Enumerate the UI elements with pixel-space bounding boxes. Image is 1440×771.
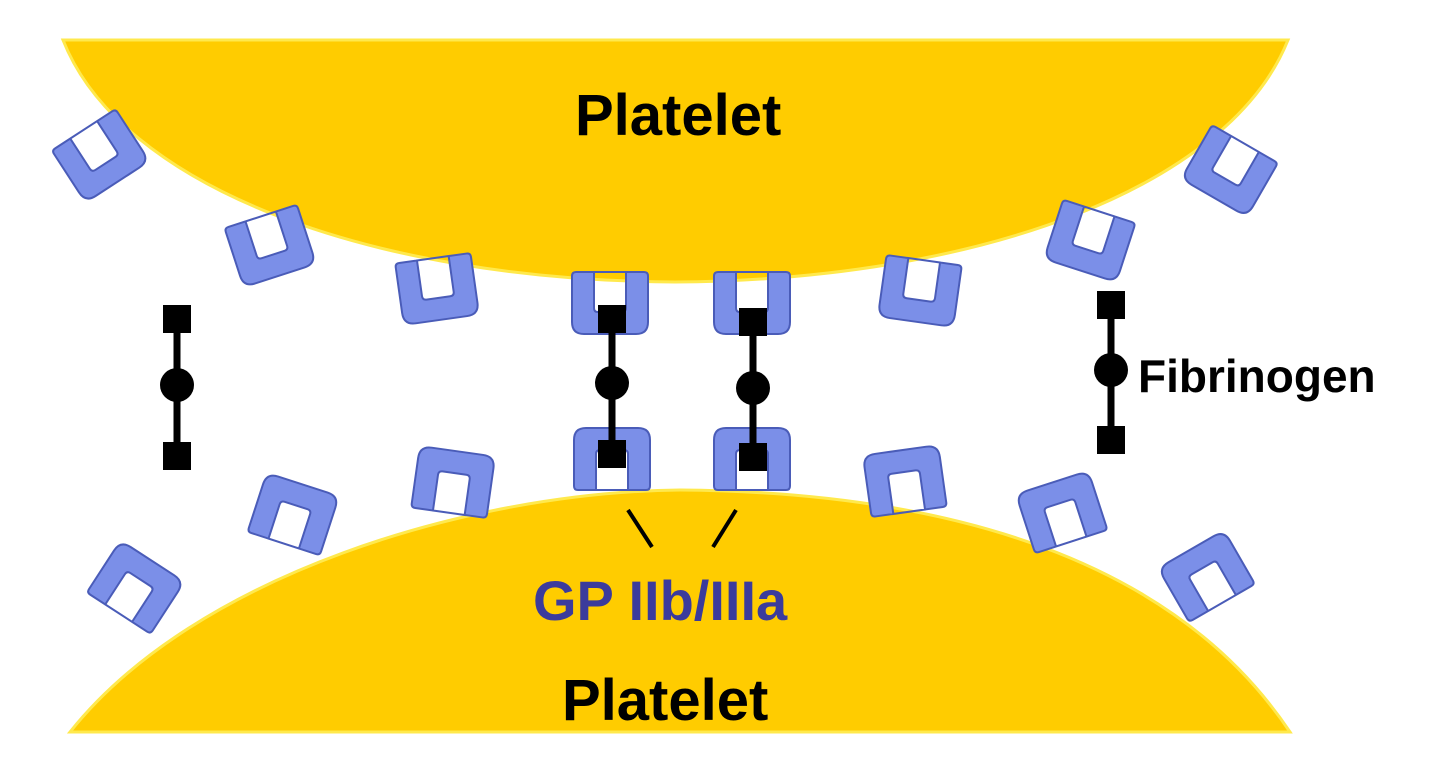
gp-pointer-left xyxy=(626,508,654,549)
top-platelet xyxy=(60,38,1291,284)
fibrinogen-label: Fibrinogen xyxy=(1138,350,1376,402)
gp-receptor xyxy=(246,471,341,557)
fibrinogen-molecule xyxy=(736,308,770,471)
bottom-platelet xyxy=(66,488,1293,734)
bottom-platelet-label: Platelet xyxy=(562,668,769,733)
gp-pointer-right xyxy=(711,508,738,549)
gp-receptor xyxy=(85,539,186,635)
fibrinogen-molecule xyxy=(595,305,629,468)
top-platelet-label: Platelet xyxy=(575,83,782,148)
fibrinogen-molecule xyxy=(1094,291,1128,454)
gp-receptor xyxy=(410,445,497,519)
gp-receptor xyxy=(861,444,948,518)
gp-receptor xyxy=(394,252,481,326)
fibrinogen-molecule xyxy=(160,305,194,470)
gp-receptor-label: GP IIb/IIIa xyxy=(533,569,788,632)
gp-receptor xyxy=(876,254,963,328)
gp-receptor xyxy=(1157,529,1256,623)
